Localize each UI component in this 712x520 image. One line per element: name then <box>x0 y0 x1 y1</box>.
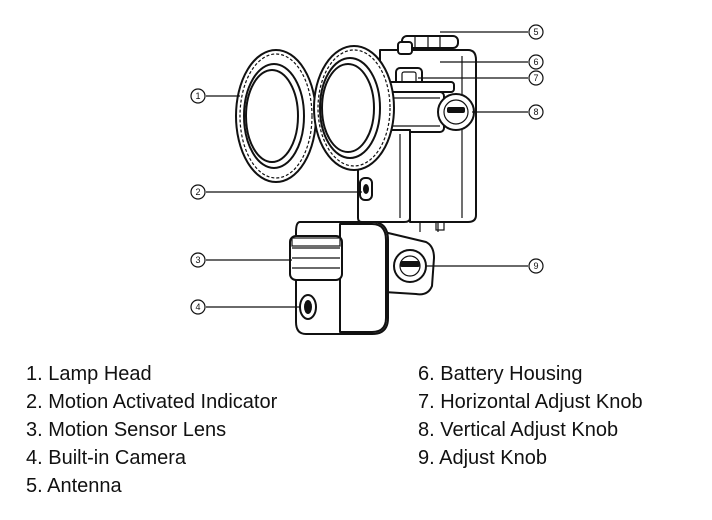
legend-item-built-in-camera: 4. Built-in Camera <box>26 447 187 469</box>
lamp-head-left <box>235 49 317 183</box>
motion-sensor-lens <box>289 235 343 281</box>
svg-text:5: 5 <box>533 27 538 37</box>
svg-text:4: 4 <box>195 302 200 312</box>
svg-text:3: 3 <box>195 255 200 265</box>
lamp-head-right <box>313 45 395 171</box>
legend-item-adjust-knob: 9. Adjust Knob <box>418 447 547 469</box>
legend-right-column: 6. Battery Housing 7. Horizontal Adjust … <box>418 360 643 472</box>
callout-8: 8 <box>528 104 544 120</box>
callout-6: 6 <box>528 54 544 70</box>
legend-item-lamp-head: 1. Lamp Head <box>26 363 152 385</box>
callout-3: 3 <box>190 252 206 268</box>
svg-text:9: 9 <box>533 261 538 271</box>
leader-lines <box>206 31 528 308</box>
callout-1: 1 <box>190 88 206 104</box>
callout-5: 5 <box>528 24 544 40</box>
vertical-adjust-knob <box>437 93 475 131</box>
legend-item-horizontal-adjust-knob: 7. Horizontal Adjust Knob <box>418 391 643 413</box>
legend-item-motion-sensor-lens: 3. Motion Sensor Lens <box>26 419 227 441</box>
callout-2: 2 <box>190 184 206 200</box>
callout-7: 7 <box>528 70 544 86</box>
legend-left-column: 1. Lamp Head 2. Motion Activated Indicat… <box>26 360 277 500</box>
svg-text:7: 7 <box>533 73 538 83</box>
antenna <box>397 35 459 55</box>
legend-item-antenna: 5. Antenna <box>26 475 122 497</box>
svg-text:1: 1 <box>195 91 200 101</box>
callout-4: 4 <box>190 299 206 315</box>
legend-item-battery-housing: 6. Battery Housing <box>418 363 583 385</box>
svg-text:8: 8 <box>533 107 538 117</box>
callout-9: 9 <box>528 258 544 274</box>
svg-text:2: 2 <box>195 187 200 197</box>
svg-text:6: 6 <box>533 57 538 67</box>
motion-activated-indicator <box>359 177 373 201</box>
legend-item-motion-activated-indicator: 2. Motion Activated Indicator <box>26 391 278 413</box>
adjust-knob <box>393 249 427 283</box>
legend-item-vertical-adjust-knob: 8. Vertical Adjust Knob <box>418 419 619 441</box>
device-diagram: 1 2 3 4 5 6 7 8 9 <box>190 24 544 335</box>
built-in-camera <box>299 294 317 320</box>
